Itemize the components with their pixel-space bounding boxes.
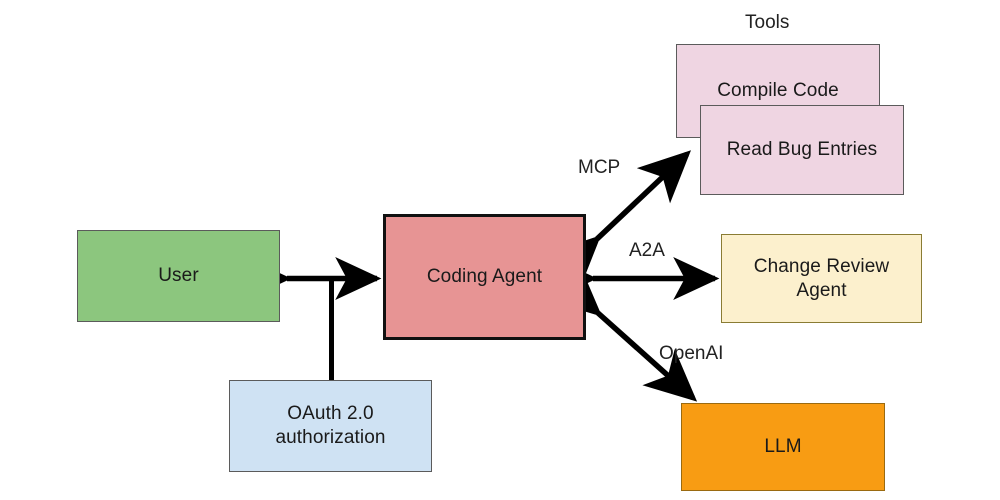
edge-label-openai: OpenAI — [659, 343, 724, 364]
node-change-review-agent[interactable]: Change Review Agent — [721, 234, 922, 323]
tools-group-label: Tools — [745, 12, 790, 33]
node-user[interactable]: User — [77, 230, 280, 322]
node-oauth-authorization[interactable]: OAuth 2.0 authorization — [229, 380, 432, 472]
node-read-bug-entries[interactable]: Read Bug Entries — [700, 105, 904, 195]
edge-label-mcp: MCP — [578, 157, 621, 178]
node-coding-agent[interactable]: Coding Agent — [383, 214, 586, 340]
node-llm[interactable]: LLM — [681, 403, 885, 491]
edge-label-a2a: A2A — [629, 240, 665, 261]
